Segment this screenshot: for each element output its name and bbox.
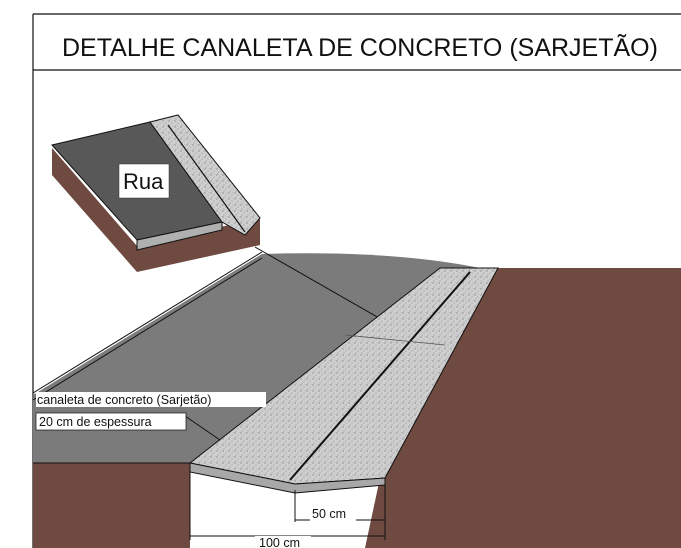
thickness-label-bg: [35, 412, 187, 431]
inset-label-bg: [118, 163, 170, 199]
asphalt-guide-line-2: [184, 415, 221, 441]
dim-label-bg-100: [255, 536, 311, 548]
inset-soil-side: [52, 148, 137, 272]
soil-right: [365, 268, 681, 548]
dim-label-bg-50: [310, 507, 356, 521]
gutter-label: canaleta de concreto (Sarjetão): [37, 393, 211, 407]
drawing-title: DETALHE CANALETA DE CONCRETO (SARJETÃO): [62, 33, 658, 62]
inset-street-label: Rua: [123, 169, 164, 194]
asphalt-edge-line-2: [32, 257, 263, 401]
asphalt-edge-line: [32, 251, 263, 394]
inset-soil-front: [137, 218, 260, 272]
dim-label-50: 50 cm: [312, 507, 346, 521]
gutter-center-groove: [289, 271, 471, 481]
inset-asphalt-edge: [136, 221, 223, 251]
soil-left: [33, 463, 190, 548]
dim-label-100: 100 cm: [259, 536, 300, 548]
asphalt-guide-line: [254, 246, 401, 331]
thickness-label: 20 cm de espessura: [39, 415, 152, 429]
inset-groove: [167, 124, 246, 233]
gutter-section-line: [344, 334, 446, 346]
gutter-label-bg: [36, 392, 266, 407]
asphalt-surface: [33, 253, 480, 463]
inset-concrete-top: [149, 114, 261, 236]
